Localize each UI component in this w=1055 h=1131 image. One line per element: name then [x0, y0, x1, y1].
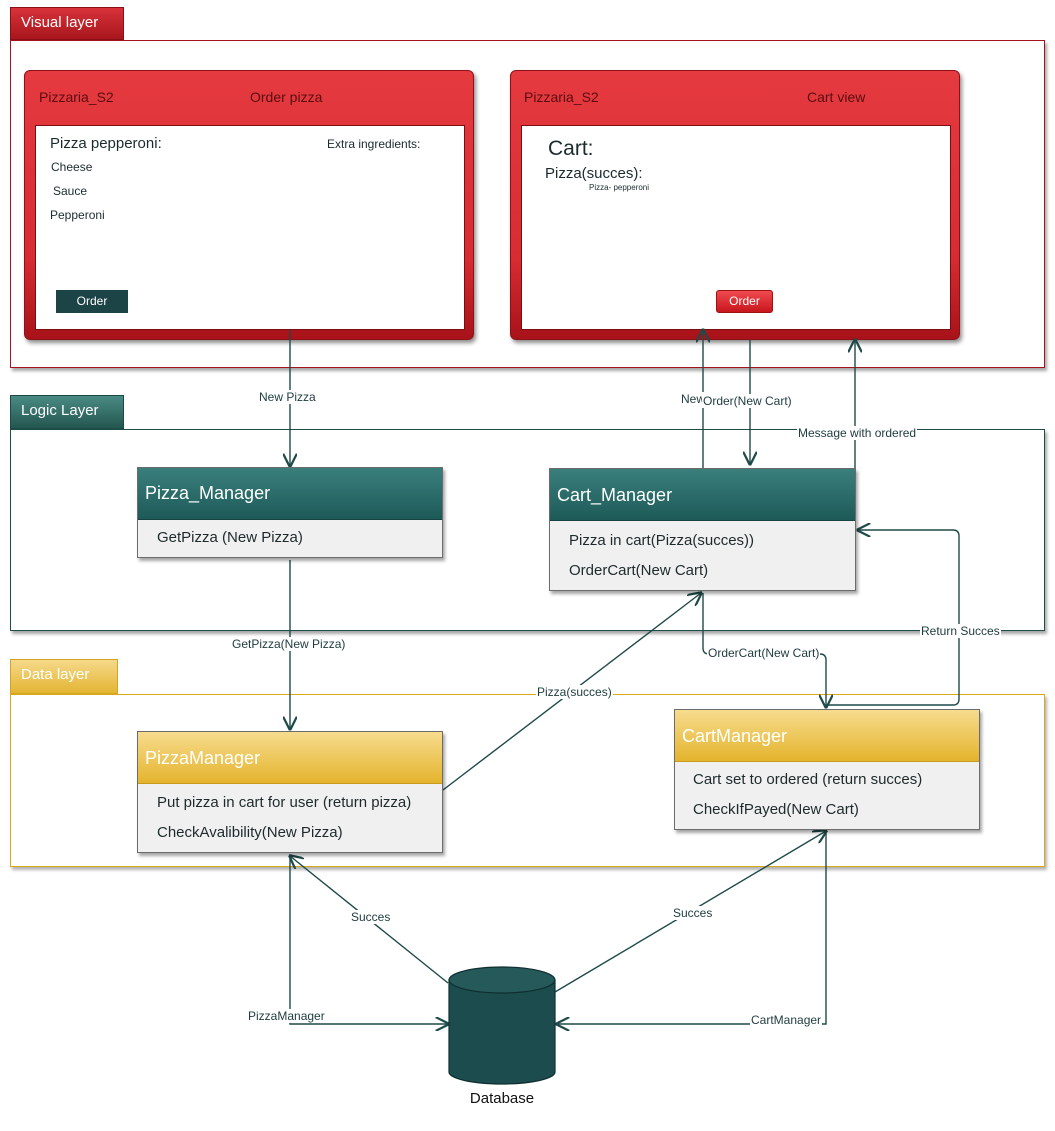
label-message-ordered: Message with ordered	[797, 426, 918, 440]
cart-heading: Cart:	[548, 137, 594, 160]
order-window-title: Order pizza	[250, 89, 323, 105]
label-order-new-cart: Order(New Cart)	[702, 394, 793, 408]
label-cartmanager: CartManager	[750, 1013, 823, 1027]
label-succes-right: Succes	[672, 906, 714, 920]
ingredient-pepperoni: Pepperoni	[50, 208, 105, 222]
pizza-manager-logic: Pizza_Manager GetPizza (New Pizza)	[137, 467, 443, 558]
arrow-pizzamanager-db	[289, 856, 448, 1024]
cart-manager-data-op-1: Cart set to ordered (return succes)	[693, 771, 923, 788]
pizza-manager-data: PizzaManager Put pizza in cart for user …	[137, 731, 443, 853]
label-return-succes: Return Succes	[920, 624, 1001, 638]
order-window-app-name: Pizzaria_S2	[39, 89, 114, 105]
pizza-heading: Pizza pepperoni:	[50, 135, 162, 152]
logic-layer-tab: Logic Layer	[10, 395, 124, 429]
pizza-manager-logic-title: Pizza_Manager	[138, 468, 442, 520]
database-icon	[448, 966, 556, 1085]
cart-manager-logic-op-2: OrderCart(New Cart)	[569, 562, 709, 579]
label-succes-left: Succes	[350, 910, 392, 924]
cart-window-app-name: Pizzaria_S2	[524, 89, 599, 105]
label-pizzamanager: PizzaManager	[247, 1009, 326, 1023]
cart-manager-logic-op-1: Pizza in cart(Pizza(succes))	[569, 532, 755, 549]
ingredient-sauce: Sauce	[53, 184, 88, 198]
label-new: New	[680, 392, 707, 406]
cart-window-title: Cart view	[807, 89, 866, 105]
label-get-pizza: GetPizza(New Pizza)	[231, 637, 347, 651]
order-window-body: Pizza pepperoni: Extra ingredients: Chee…	[35, 125, 465, 330]
logic-layer-frame	[10, 429, 1045, 631]
cart-manager-data-op-2: CheckIfPayed(New Cart)	[693, 801, 859, 818]
cart-view-window: Pizzaria_S2 Cart view Cart: Pizza(succes…	[510, 70, 960, 340]
visual-layer-tab: Visual layer	[10, 7, 124, 40]
cart-subitem: Pizza- pepperoni	[589, 183, 650, 192]
arrow-cartmanager-db	[557, 831, 827, 1024]
extra-ingredients-label: Extra ingredients:	[327, 137, 421, 151]
database-label: Database	[469, 1090, 535, 1107]
order-button[interactable]: Order	[56, 290, 128, 313]
label-new-pizza: New Pizza	[258, 390, 317, 404]
pizza-manager-data-op-1: Put pizza in cart for user (return pizza…	[157, 794, 412, 811]
label-pizza-succes: Pizza(succes)	[536, 685, 613, 699]
order-pizza-window: Pizzaria_S2 Order pizza Pizza pepperoni:…	[24, 70, 474, 340]
visual-layer-frame	[10, 40, 1045, 368]
cart-manager-logic: Cart_Manager Pizza in cart(Pizza(succes)…	[549, 468, 856, 591]
arrow-return-succes	[826, 530, 960, 706]
data-layer-tab: Data layer	[10, 659, 118, 694]
cart-item: Pizza(succes):	[545, 165, 643, 182]
data-layer-frame	[10, 694, 1045, 867]
label-ordercart: OrderCart(New Cart)	[707, 646, 821, 660]
pizza-manager-data-op-2: CheckAvalibility(New Pizza)	[157, 824, 343, 841]
cart-manager-data: CartManager Cart set to ordered (return …	[674, 709, 980, 830]
cart-manager-logic-title: Cart_Manager	[550, 469, 855, 521]
pizza-manager-logic-op: GetPizza (New Pizza)	[157, 529, 303, 546]
cart-manager-data-title: CartManager	[675, 710, 979, 762]
cart-order-button[interactable]: Order	[716, 290, 773, 313]
pizza-manager-data-title: PizzaManager	[138, 732, 442, 784]
cart-window-body: Cart: Pizza(succes): Pizza- pepperoni Or…	[521, 125, 951, 330]
ingredient-cheese: Cheese	[51, 160, 93, 174]
